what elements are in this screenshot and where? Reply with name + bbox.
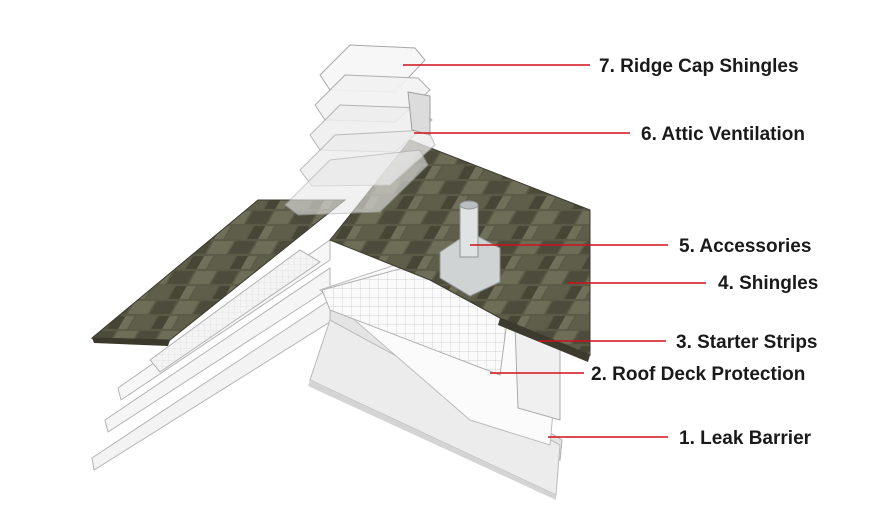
label-shingles: 4. Shingles	[718, 273, 818, 294]
layer-labels: 7. Ridge Cap Shingles 6. Attic Ventilati…	[591, 56, 818, 449]
pipe-boot-accessory	[439, 200, 501, 297]
ridge-cap-layers	[284, 44, 436, 216]
label-attic-ventilation: 6. Attic Ventilation	[641, 124, 805, 145]
label-accessories: 5. Accessories	[679, 236, 811, 257]
leader-lines	[403, 64, 706, 438]
label-ridge-cap-shingles: 7. Ridge Cap Shingles	[599, 56, 799, 77]
label-leak-barrier: 1. Leak Barrier	[679, 428, 812, 449]
label-starter-strips: 3. Starter Strips	[676, 332, 818, 353]
label-roof-deck-protection: 2. Roof Deck Protection	[591, 364, 805, 385]
